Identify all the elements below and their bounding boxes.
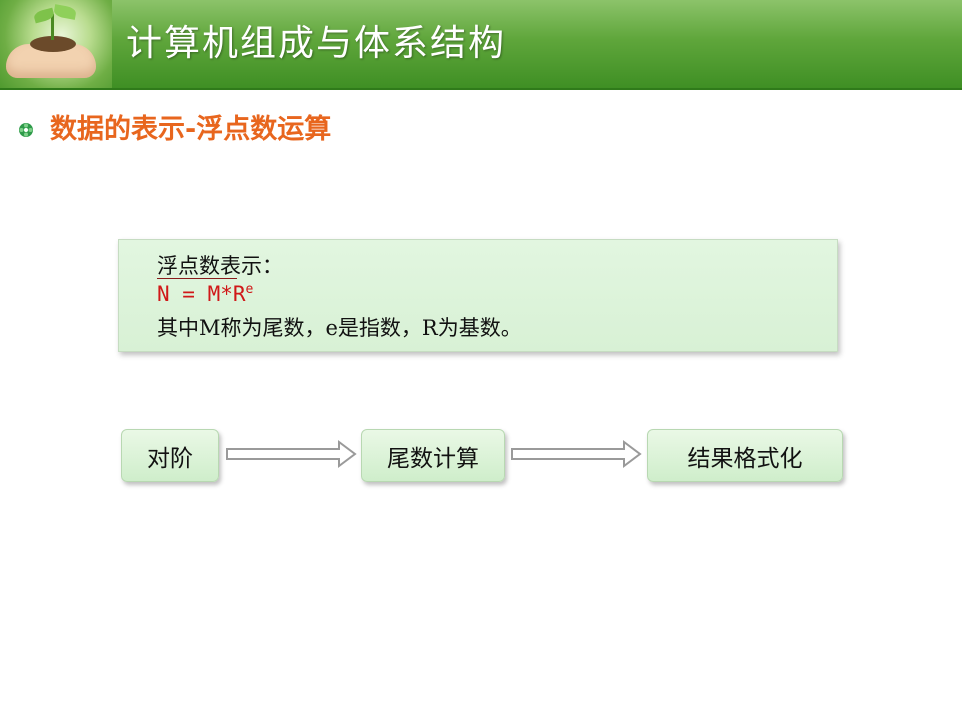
definition-box: 浮点数表示： N = M*Re 其中M称为尾数，e是指数，R为基数。 [118, 239, 838, 352]
flow-arrow-1-icon [225, 440, 357, 468]
flow-arrow-2-icon [510, 440, 642, 468]
header-bar: 计算机组成与体系结构 [0, 0, 962, 90]
formula: N = M*Re [157, 282, 253, 306]
section-heading: 数据的表示-浮点数运算 [18, 112, 331, 148]
flower-bullet-icon [18, 122, 34, 138]
flow-step-mantissa-compute: 尾数计算 [361, 429, 505, 482]
definition-explanation: 其中M称为尾数，e是指数，R为基数。 [157, 316, 522, 340]
formula-base: N = M*R [157, 282, 246, 306]
flow-step-normalize-result: 结果格式化 [647, 429, 843, 482]
seedling-logo-icon [0, 0, 112, 88]
definition-heading: 浮点数表示： [157, 254, 283, 278]
flow-step-align-exponent: 对阶 [121, 429, 219, 482]
formula-exponent: e [245, 282, 254, 297]
heading-underline [157, 278, 237, 279]
slide-header-title: 计算机组成与体系结构 [126, 23, 507, 64]
section-title: 数据的表示-浮点数运算 [50, 114, 332, 145]
